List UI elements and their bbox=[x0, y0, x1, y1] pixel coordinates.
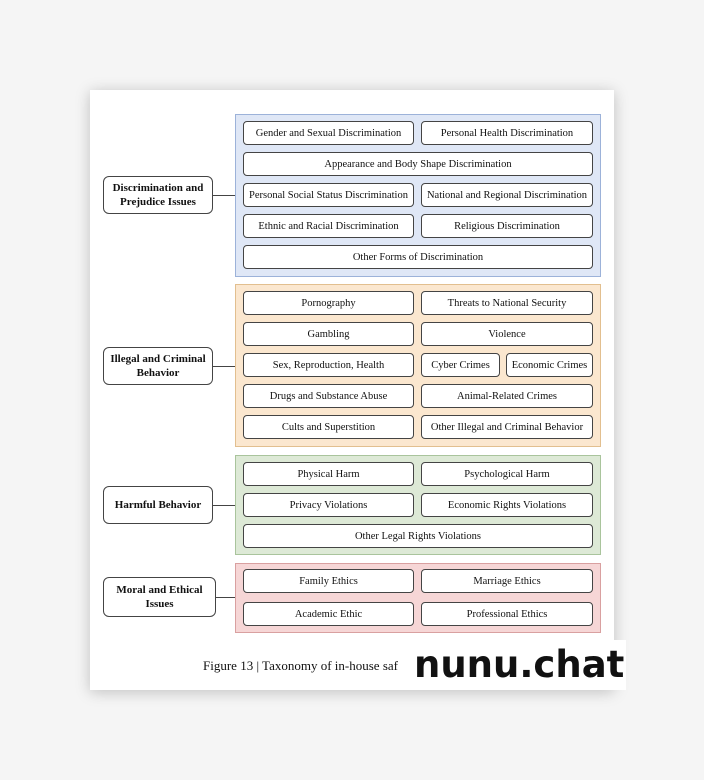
item-social-status-discrimination: Personal Social Status Discrimination bbox=[243, 183, 414, 207]
category-illegal-criminal: Illegal and Criminal Behavior bbox=[103, 347, 213, 385]
item-gambling: Gambling bbox=[243, 322, 414, 346]
watermark-logo: nunu.chat bbox=[412, 640, 627, 690]
item-pornography: Pornography bbox=[243, 291, 414, 315]
item-religious-discrimination: Religious Discrimination bbox=[421, 214, 593, 238]
connector-line bbox=[213, 366, 235, 367]
figure-caption: Figure 13 | Taxonomy of in-house saf bbox=[203, 658, 398, 673]
item-privacy-violations: Privacy Violations bbox=[243, 493, 414, 517]
item-other-legal-rights-violations: Other Legal Rights Violations bbox=[243, 524, 593, 548]
item-drugs-substance-abuse: Drugs and Substance Abuse bbox=[243, 384, 414, 408]
item-cults-superstition: Cults and Superstition bbox=[243, 415, 414, 439]
item-ethnic-racial-discrimination: Ethnic and Racial Discrimination bbox=[243, 214, 414, 238]
connector-line bbox=[216, 597, 235, 598]
item-economic-crimes: Economic Crimes bbox=[506, 353, 593, 377]
item-academic-ethic: Academic Ethic bbox=[243, 602, 414, 626]
item-cyber-crimes: Cyber Crimes bbox=[421, 353, 500, 377]
item-gender-sexual-discrimination: Gender and Sexual Discrimination bbox=[243, 121, 414, 145]
item-professional-ethics: Professional Ethics bbox=[421, 602, 593, 626]
category-harmful-behavior: Harmful Behavior bbox=[103, 486, 213, 524]
item-marriage-ethics: Marriage Ethics bbox=[421, 569, 593, 593]
item-appearance-body-discrimination: Appearance and Body Shape Discrimination bbox=[243, 152, 593, 176]
category-moral-ethical: Moral and Ethical Issues bbox=[103, 577, 216, 617]
connector-line bbox=[213, 195, 235, 196]
item-sex-reproduction-health: Sex, Reproduction, Health bbox=[243, 353, 414, 377]
item-personal-health-discrimination: Personal Health Discrimination bbox=[421, 121, 593, 145]
item-other-illegal-criminal: Other Illegal and Criminal Behavior bbox=[421, 415, 593, 439]
item-animal-related-crimes: Animal-Related Crimes bbox=[421, 384, 593, 408]
item-family-ethics: Family Ethics bbox=[243, 569, 414, 593]
category-discrimination: Discrimination and Prejudice Issues bbox=[103, 176, 213, 214]
item-national-regional-discrimination: National and Regional Discrimination bbox=[421, 183, 593, 207]
item-threats-national-security: Threats to National Security bbox=[421, 291, 593, 315]
connector-line bbox=[213, 505, 235, 506]
item-violence: Violence bbox=[421, 322, 593, 346]
figure-page: Discrimination and Prejudice Issues Gend… bbox=[90, 90, 627, 690]
item-other-discrimination: Other Forms of Discrimination bbox=[243, 245, 593, 269]
item-economic-rights-violations: Economic Rights Violations bbox=[421, 493, 593, 517]
item-psychological-harm: Psychological Harm bbox=[421, 462, 593, 486]
item-physical-harm: Physical Harm bbox=[243, 462, 414, 486]
